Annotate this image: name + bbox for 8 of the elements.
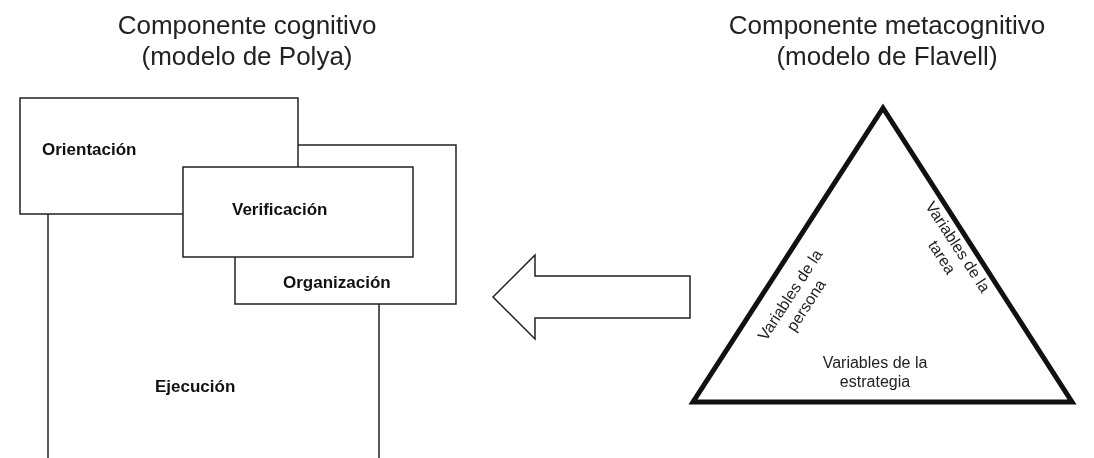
stage-label: Organización	[283, 273, 391, 293]
block-arrow	[491, 253, 691, 341]
stage-label: Orientación	[42, 140, 137, 160]
heading: Componente metacognitivo (modelo de Flavell)	[727, 10, 1047, 72]
stage-label: Ejecución	[155, 377, 236, 397]
stage-label: Verificación	[232, 200, 328, 220]
variable-label: Variables de la estrategia	[821, 353, 929, 391]
heading: Componente cognitivo (modelo de Polya)	[116, 10, 378, 72]
